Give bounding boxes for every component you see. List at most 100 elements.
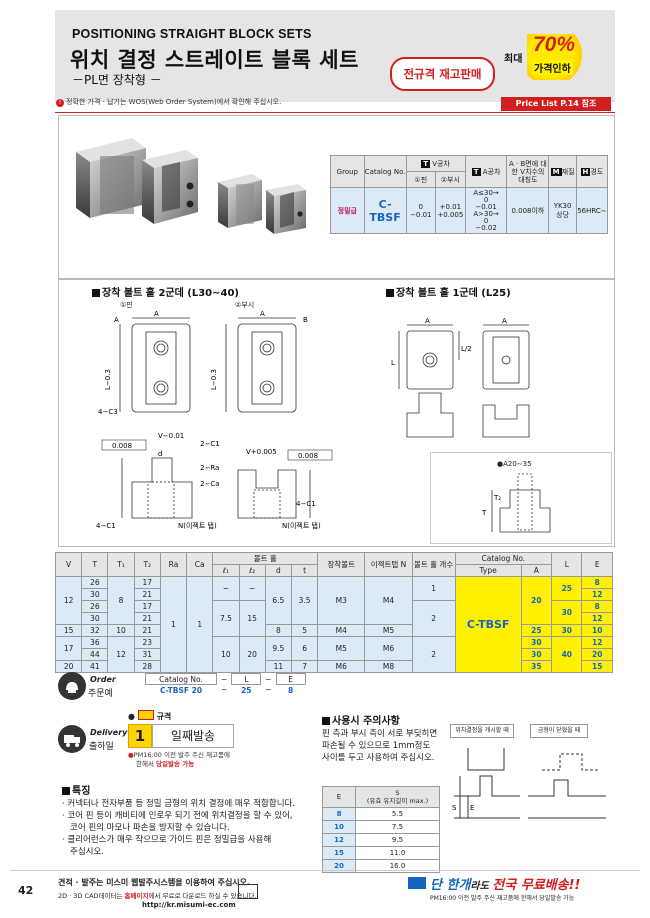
subtitle: －PL면 장착형 － [72,73,162,87]
drawing-label-a-box: A [114,316,119,324]
drawing-label-at: A [154,310,159,318]
drawing-label-c2: 2−C1 [200,440,220,448]
drawing-tolerance-b: 0.008 [298,452,318,460]
spec-v-bush-value: +0.01 +0.005 [435,187,466,234]
technical-drawing-one-hole: A A L L/2 [391,317,530,438]
discount-text: 가격인하 [532,60,573,75]
dim-header-e: E [581,552,613,577]
dim-header-a: A [520,564,553,577]
phone-order-icon [58,672,86,700]
order-value-l: 25 [241,685,252,695]
label-pin: ①핀 [120,301,133,309]
title-korean: 위치 결정 스트레이트 블록 세트 [70,48,359,72]
dim-header-d: d [264,564,292,577]
dim-header-t2: T₂ [133,552,161,577]
dim-header-bolt-hole: 볼트 홀 [212,552,319,565]
spec-catalog-value: C-TBSF [363,187,407,234]
product-photo [76,138,306,234]
drawing-tolerance-a: 0.008 [112,442,132,450]
caution-label-s: S [452,804,457,812]
dimension-table: V T T₁ T₂ Ra Ca 볼트 홀 장착볼트 이젝트탭 N 볼트 홀 개수… [54,552,613,673]
monitor-icon [238,884,258,899]
title-english: POSITIONING STRAIGHT BLOCK SETS [72,27,312,41]
price-list-link[interactable]: Price List P.14 참조 [501,97,611,111]
label-bush: ②부시 [235,301,255,309]
dim-header-ca: Ca [186,552,214,577]
caution-title: 사용시 주의사항 [322,712,400,727]
list-item: · 클리어런스가 매우 작으므로 가이드 핀은 정밀급을 사용해 [62,835,272,845]
spec-header-bush: ②부시 [435,171,466,188]
header-divider [55,112,615,113]
dim-header-hole-count: 볼트 홀 개수 [411,552,456,577]
dim-type-value: C-TBSF [454,576,522,673]
features-title: 특징 [62,782,90,797]
spec-header-pin: ①핀 [405,171,437,188]
delivery-label-en: Delivery [90,728,128,737]
caution-diagram-closed-label: 금형이 닫혔을 때 [530,724,588,738]
spec-v-pin-value: 0 −0.01 [405,187,437,234]
drawing-label-b-box: B [303,316,308,324]
list-item: · 코어 핀 등이 캐비티에 인로우 되기 전에 위치결정을 할 수 있어, [62,811,293,821]
drawing-label-n-tap-pin: N(이젝트 탭) [178,521,217,530]
drawing-label-l: L [391,359,395,367]
section-one-hole: 장착 볼트 홀 1군데 (L25) [386,284,511,299]
footer-url[interactable]: http://kr.misumi-ec.com [142,901,236,909]
order-value-catalog: C-TBSF 20 [159,685,203,695]
table-row: 26 17 7.5 15 2 30 8 [56,600,613,637]
features-list: · 커넥터나 전자부품 등 정밀 금형의 위치 결정에 매우 적합합니다. · … [62,798,322,858]
list-item: 주십시오. [70,847,104,857]
order-header-e: E [275,673,306,685]
table-row: 15 32 10 21 8 5 M4 M5 25 30 10 [54,624,613,637]
drawing-label-at-bush: A [260,310,265,318]
caution-label-e: E [470,804,474,812]
order-header-catalog: Catalog No. [145,673,217,685]
spec-hardness-value: 56HRC∼ [575,187,609,234]
drawing-label-a-left: A [425,317,430,325]
header-background [55,10,615,102]
dim-header-type: Type [454,564,522,577]
drawing-label-t2: T₂ [493,494,501,502]
dim-header-ra: Ra [159,552,188,577]
delivery-day-badge: 1 [128,724,152,748]
truck-icon [58,725,86,753]
table-row: 30 21 12 [56,588,613,601]
spec-symmetry-value: 0.008이하 [506,187,550,234]
spec-header-catalog: Catalog No. [363,155,407,188]
spec-header-a-tolerance: T A공차 [464,155,508,188]
spec-header-symmetry: A · B면에 대한 V치수의 대칭도 [506,155,550,188]
delivery-day-text: 일째발송 [152,724,234,748]
drawing-label-ca: 2−Ca [200,480,220,488]
caution-header-e: E [322,786,356,808]
dim-header-l2: ℓ₂ [238,564,266,577]
drawing-label-l-pin: L−0.3 [104,369,112,390]
stock-sale-badge: 전규격 재고판매 [390,57,495,91]
table-row: 17 36 12 23 10 20 9.5 6 M5 M6 2 30 40 12 [54,636,613,673]
dim-header-v: V [54,552,83,577]
table-row: 12 26 8 17 1 1 − − 6.5 3.5 M3 M4 1 C-TBS… [54,576,613,673]
a20-35-detail-box [430,452,612,544]
drawing-label-c3: 4−C3 [98,408,118,416]
caution-diagram-open-label: 위치결정을 개시할 때 [450,724,514,738]
dim-header-eject-tap: 이젝트탭 N [364,552,413,577]
dim-header-t: T [81,552,109,577]
footer-line-2: 2D · 3D CAD데이터는 홈페이지에서 무료로 다운로드 하실 수 있습니… [58,892,257,900]
caution-text: 핀 측과 부시 측이 서로 부딪히면 파손될 수 있으므로 1mm정도 사이를 … [322,729,438,763]
drawing-label-c1-pin: 4−C1 [96,522,116,530]
drawing-label-d: d [158,450,162,458]
discount-percent: 70% [533,33,576,56]
dim-header-t-small: t [290,564,319,577]
spec-material-value: YK30 상당 [548,187,577,234]
order-header-l: L [231,673,262,685]
drawing-panel [58,279,615,547]
dim-header-l: L [551,552,583,577]
drawing-label-c1-bush: 4−C1 [296,500,316,508]
drawing-label-n-tap-bush: N(이젝트 탭) [282,521,321,530]
caution-header-s: S (유효 유지길이 max.) [355,786,440,808]
delivery-note: ●PM16:00 이전 발주 주신 재고품에 [128,751,230,759]
spec-header-v-tolerance: T V공차 [405,155,466,172]
